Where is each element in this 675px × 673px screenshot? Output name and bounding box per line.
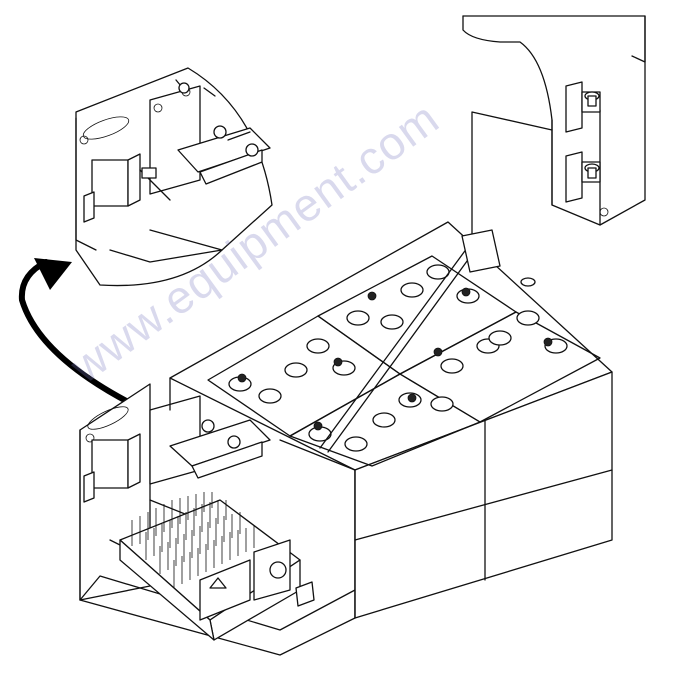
heatsink-fins: [131, 492, 255, 588]
machine-frame: [462, 15, 646, 241]
battery-pack: [169, 221, 613, 619]
battery-terminals: [228, 264, 568, 452]
motor-controller: [119, 492, 315, 641]
detail-inset: [75, 67, 273, 287]
callout-arrow: [18, 258, 151, 415]
